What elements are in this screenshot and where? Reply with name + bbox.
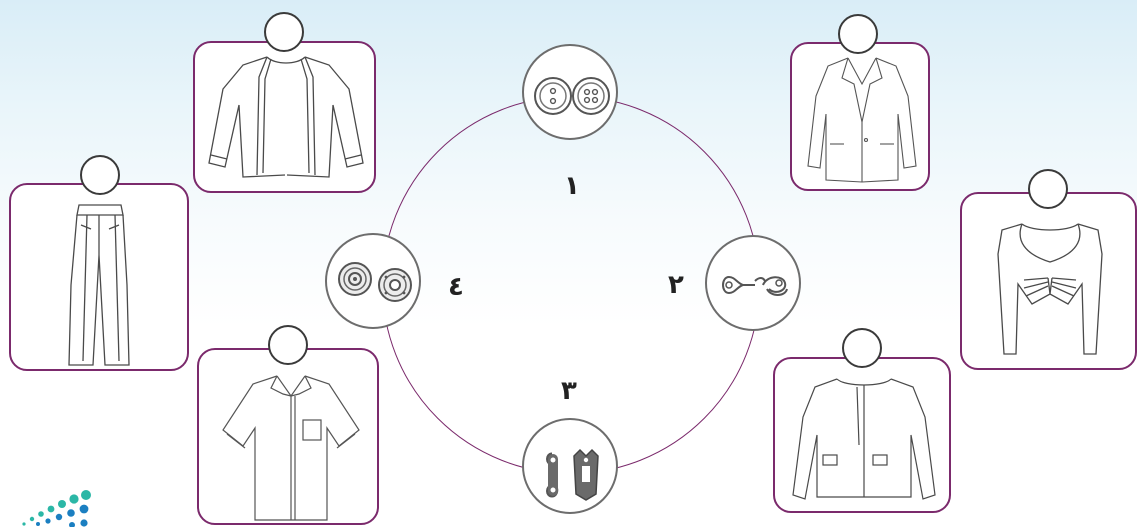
cardigan-sketch xyxy=(195,43,378,195)
hook-and-eye-icon xyxy=(707,237,803,333)
fastener-number-2: ٢ xyxy=(668,272,684,298)
garment-card-short-sleeve-shirt xyxy=(197,348,379,525)
buttons-circle xyxy=(522,44,618,140)
hook-and-eye-circle xyxy=(705,235,801,331)
garment-card-trousers xyxy=(9,183,189,371)
trouser-hook-icon xyxy=(524,420,620,516)
snap-fasteners-circle xyxy=(325,233,421,329)
bolero-sketch xyxy=(962,194,1137,372)
answer-circle-pocket-jacket[interactable] xyxy=(842,328,882,368)
garment-card-pocket-jacket xyxy=(773,357,951,513)
fastener-number-4: ٤ xyxy=(448,274,464,300)
answer-circle-blazer[interactable] xyxy=(838,14,878,54)
trousers-sketch xyxy=(11,185,191,373)
ministry-logo-icon xyxy=(14,486,104,527)
answer-circle-trousers[interactable] xyxy=(80,155,120,195)
shirt-sketch xyxy=(199,350,381,527)
trouser-hook-circle xyxy=(522,418,618,514)
garment-card-classic-blazer xyxy=(790,42,930,191)
answer-circle-shirt[interactable] xyxy=(268,325,308,365)
pocket-jacket-sketch xyxy=(775,359,953,515)
garment-card-open-front-cardigan xyxy=(193,41,376,193)
answer-circle-cardigan[interactable] xyxy=(264,12,304,52)
answer-circle-bolero[interactable] xyxy=(1028,169,1068,209)
fastener-number-1: ١ xyxy=(564,173,580,199)
buttons-icon xyxy=(524,46,620,142)
snap-fasteners-icon xyxy=(327,235,423,331)
fastener-number-3: ٣ xyxy=(561,378,577,404)
blazer-sketch xyxy=(792,44,932,193)
garment-card-gathered-bolero xyxy=(960,192,1137,370)
